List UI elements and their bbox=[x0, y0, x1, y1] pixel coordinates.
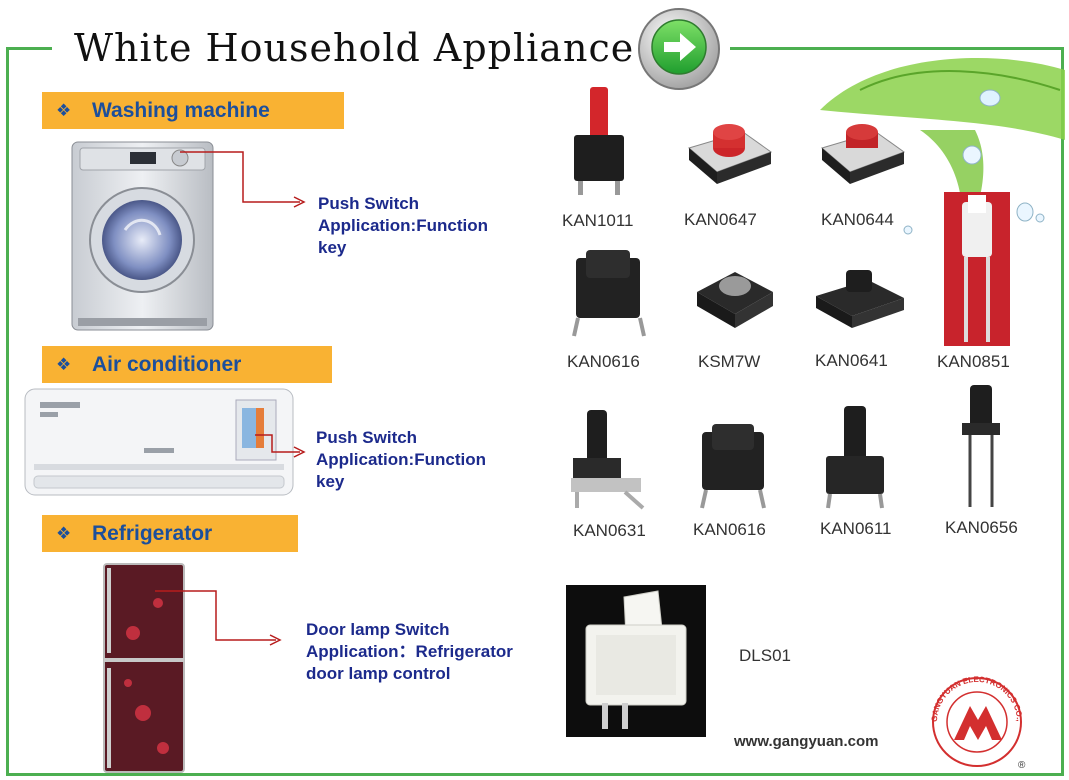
washing-machine-description: Push Switch Application:Function key bbox=[318, 193, 488, 259]
product-code-kan0851: KAN0851 bbox=[937, 352, 1010, 371]
product-code-kan0641: KAN0641 bbox=[815, 351, 888, 370]
product-code-kan0647: KAN0647 bbox=[684, 210, 757, 229]
diamond-bullet-icon: ❖ bbox=[56, 354, 72, 374]
diamond-bullet-icon: ❖ bbox=[56, 523, 72, 543]
product-image-kan0656 bbox=[962, 385, 1000, 507]
product-code-kan1011: KAN1011 bbox=[562, 211, 634, 230]
section-label: Refrigerator bbox=[92, 521, 213, 545]
desc-line: Push Switch bbox=[318, 194, 420, 213]
product-image-kan0631 bbox=[571, 410, 645, 510]
section-air-conditioner: ❖ Air conditioner bbox=[42, 346, 332, 383]
washing-machine-image bbox=[71, 141, 214, 331]
desc-line: Application:Function bbox=[316, 450, 486, 469]
product-code-kan0644: KAN0644 bbox=[821, 210, 894, 229]
product-image-kan1011 bbox=[574, 87, 624, 195]
desc-line: Application：Refrigerator bbox=[306, 642, 513, 661]
frame-top-left bbox=[6, 47, 52, 50]
product-image-dls01 bbox=[566, 585, 706, 737]
product-code-kan0611: KAN0611 bbox=[820, 519, 892, 538]
product-image-kan0647 bbox=[687, 124, 773, 184]
product-image-kan0851 bbox=[944, 192, 1010, 346]
product-code-kan0616-b: KAN0616 bbox=[693, 520, 766, 539]
section-label: Air conditioner bbox=[92, 352, 242, 376]
desc-line: key bbox=[318, 238, 347, 257]
product-image-kan0641 bbox=[816, 270, 904, 328]
company-logo-icon: GANGYUAN ELECTRONICS CO.,LTD. ® bbox=[922, 670, 1026, 770]
product-code-ksm7w: KSM7W bbox=[698, 352, 761, 371]
desc-line: Door lamp Switch bbox=[306, 620, 450, 639]
desc-line: key bbox=[316, 472, 345, 491]
air-conditioner-image bbox=[24, 388, 294, 496]
product-code-dls01: DLS01 bbox=[739, 646, 791, 665]
section-washing-machine: ❖ Washing machine bbox=[42, 92, 344, 129]
product-image-kan0616 bbox=[572, 250, 646, 337]
section-label: Washing machine bbox=[92, 98, 270, 122]
product-image-kan0616-b bbox=[700, 424, 766, 509]
desc-line: door lamp control bbox=[306, 664, 451, 683]
air-conditioner-description: Push Switch Application:Function key bbox=[316, 427, 486, 493]
refrigerator-description: Door lamp Switch Application：Refrigerato… bbox=[306, 619, 513, 685]
product-code-kan0631: KAN0631 bbox=[573, 521, 646, 540]
page-title: White Household Appliance bbox=[74, 26, 635, 70]
section-refrigerator: ❖ Refrigerator bbox=[42, 515, 298, 552]
desc-line: Application:Function bbox=[318, 216, 488, 235]
product-image-ksm7w bbox=[697, 272, 773, 328]
refrigerator-image bbox=[103, 563, 185, 773]
frame-top-right bbox=[730, 47, 1064, 50]
diamond-bullet-icon: ❖ bbox=[56, 100, 72, 120]
page-frame bbox=[6, 48, 1064, 776]
next-arrow-button[interactable] bbox=[636, 6, 722, 92]
website-link[interactable]: www.gangyuan.com bbox=[734, 733, 879, 750]
product-code-kan0656: KAN0656 bbox=[945, 518, 1018, 537]
product-code-kan0616: KAN0616 bbox=[567, 352, 640, 371]
desc-line: Push Switch bbox=[316, 428, 418, 447]
product-image-kan0611 bbox=[826, 406, 884, 509]
registered-mark: ® bbox=[1018, 760, 1026, 770]
product-image-kan0644 bbox=[820, 124, 906, 184]
